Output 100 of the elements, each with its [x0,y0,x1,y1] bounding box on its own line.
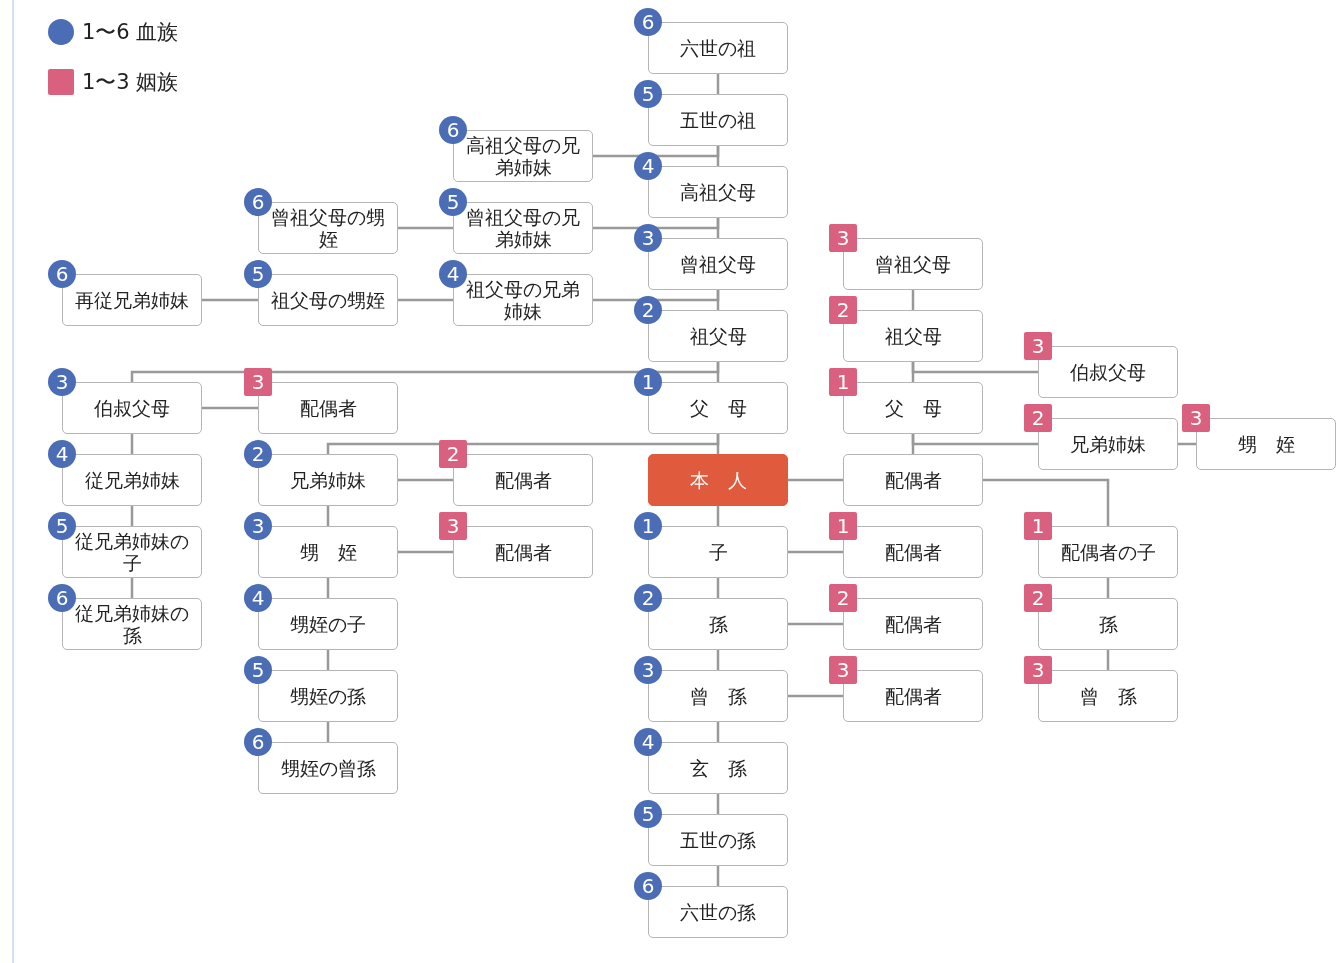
relative-label: 配偶者 [883,685,943,707]
connector-line [398,550,453,554]
connector-line [398,226,453,230]
relative-label: 祖父母の甥姪 [270,289,386,311]
connector-line [911,290,915,310]
connector-line [1106,650,1110,670]
relative-label: 配偶者の子 [1059,541,1157,563]
relative-label: 配偶者 [883,541,943,563]
number-square-badge: 3 [244,368,272,396]
relative-label: 本 人 [688,469,748,491]
relative-label: 配偶者 [883,469,943,491]
connector-line [716,74,720,94]
number-circle-badge: 6 [244,188,272,216]
relative-label: 従兄弟姉妹 [83,469,181,491]
number-square-badge: 1 [1024,512,1052,540]
number-circle-badge: 5 [244,656,272,684]
number-circle-badge: 2 [634,584,662,612]
relative-label: 従兄弟姉妹の子 [74,530,190,574]
relative-label: 祖父母 [883,325,943,347]
number-square-badge: 3 [1024,332,1052,360]
relative-label: 甥姪の曾孫 [279,757,377,779]
relative-label: 祖父母の兄弟姉妹 [465,278,581,322]
connector-line [593,146,720,158]
number-circle-badge: 3 [48,368,76,396]
number-circle-badge: 5 [634,800,662,828]
connector-line [326,650,330,670]
relative-label: 兄弟姉妹 [1069,433,1147,455]
connector-line [593,218,720,230]
relative-label: 曾 孫 [688,685,748,707]
number-circle-badge: 3 [634,224,662,252]
relative-label: 高祖父母 [679,181,757,203]
connector-line [716,506,720,526]
connector-line [202,298,258,302]
number-circle-badge: 2 [244,440,272,468]
number-circle-badge: 5 [634,80,662,108]
number-square-badge: 2 [829,584,857,612]
relative-label: 甥姪の子 [289,613,367,635]
number-circle-badge: 3 [634,656,662,684]
relative-label: 父 母 [688,397,748,419]
number-circle-badge: 5 [244,260,272,288]
relative-label: 配偶者 [493,469,553,491]
connector-line [202,406,258,410]
relative-label: 五世の祖 [679,109,757,131]
number-square-badge: 2 [439,440,467,468]
relative-label: 配偶者 [298,397,358,419]
connector-line [788,550,843,554]
relative-label: 曾祖父母の甥姪 [270,206,386,250]
number-circle-badge: 6 [634,8,662,36]
relative-label: 配偶者 [493,541,553,563]
number-circle-badge: 6 [48,584,76,612]
number-circle-badge: 6 [244,728,272,756]
connector-line [326,506,330,526]
number-square-badge: 1 [829,368,857,396]
number-square-badge: 3 [1182,404,1210,432]
relative-label: 玄 孫 [688,757,748,779]
connector-line [788,694,843,698]
connector-line [326,722,330,742]
number-circle-badge: 1 [634,368,662,396]
relative-label: 曾祖父母 [679,253,757,275]
number-circle-badge: 5 [48,512,76,540]
relative-label: 高祖父母の兄弟姉妹 [465,134,581,178]
connector-line [130,362,720,382]
number-circle-badge: 6 [48,260,76,288]
relative-label: 父 母 [883,397,943,419]
relative-label: 曾祖父母 [874,253,952,275]
legend-label: 1〜3 姻族 [82,69,179,96]
connector-line [716,866,720,886]
number-circle-badge: 4 [634,728,662,756]
connector-line [911,434,915,454]
number-circle-badge: 4 [439,260,467,288]
self-box [648,454,788,506]
number-circle-badge: 6 [634,872,662,900]
number-circle-badge: 4 [634,152,662,180]
connector-line [1178,442,1196,446]
relative-label: 曾 孫 [1078,685,1138,707]
connector-line [326,434,720,454]
number-square-badge: 2 [1024,584,1052,612]
connector-line [130,434,134,454]
relative-label: 六世の祖 [679,37,757,59]
number-circle-badge: 4 [48,440,76,468]
connector-line [593,290,720,302]
relative-label: 子 [707,541,729,563]
number-circle-badge: 2 [634,296,662,324]
relative-label: 孫 [1097,613,1119,635]
number-circle-badge: 1 [634,512,662,540]
relative-label: 孫 [707,613,729,635]
number-square-badge: 3 [439,512,467,540]
relative-label: 配偶者 [883,613,943,635]
relative-label: 甥 姪 [1236,433,1296,455]
number-circle-badge: 6 [439,116,467,144]
relative-label: 再従兄弟姉妹 [74,289,190,311]
relative-label: 甥 姪 [298,541,358,563]
relative-label: 六世の孫 [679,901,757,923]
number-circle-badge: 5 [439,188,467,216]
relative-label: 従兄弟姉妹の孫 [74,602,190,646]
number-circle-badge: 4 [244,584,272,612]
number-square-badge: 3 [829,224,857,252]
connector-line [983,478,1110,526]
connector-line [788,478,843,482]
connector-line [1106,578,1110,598]
